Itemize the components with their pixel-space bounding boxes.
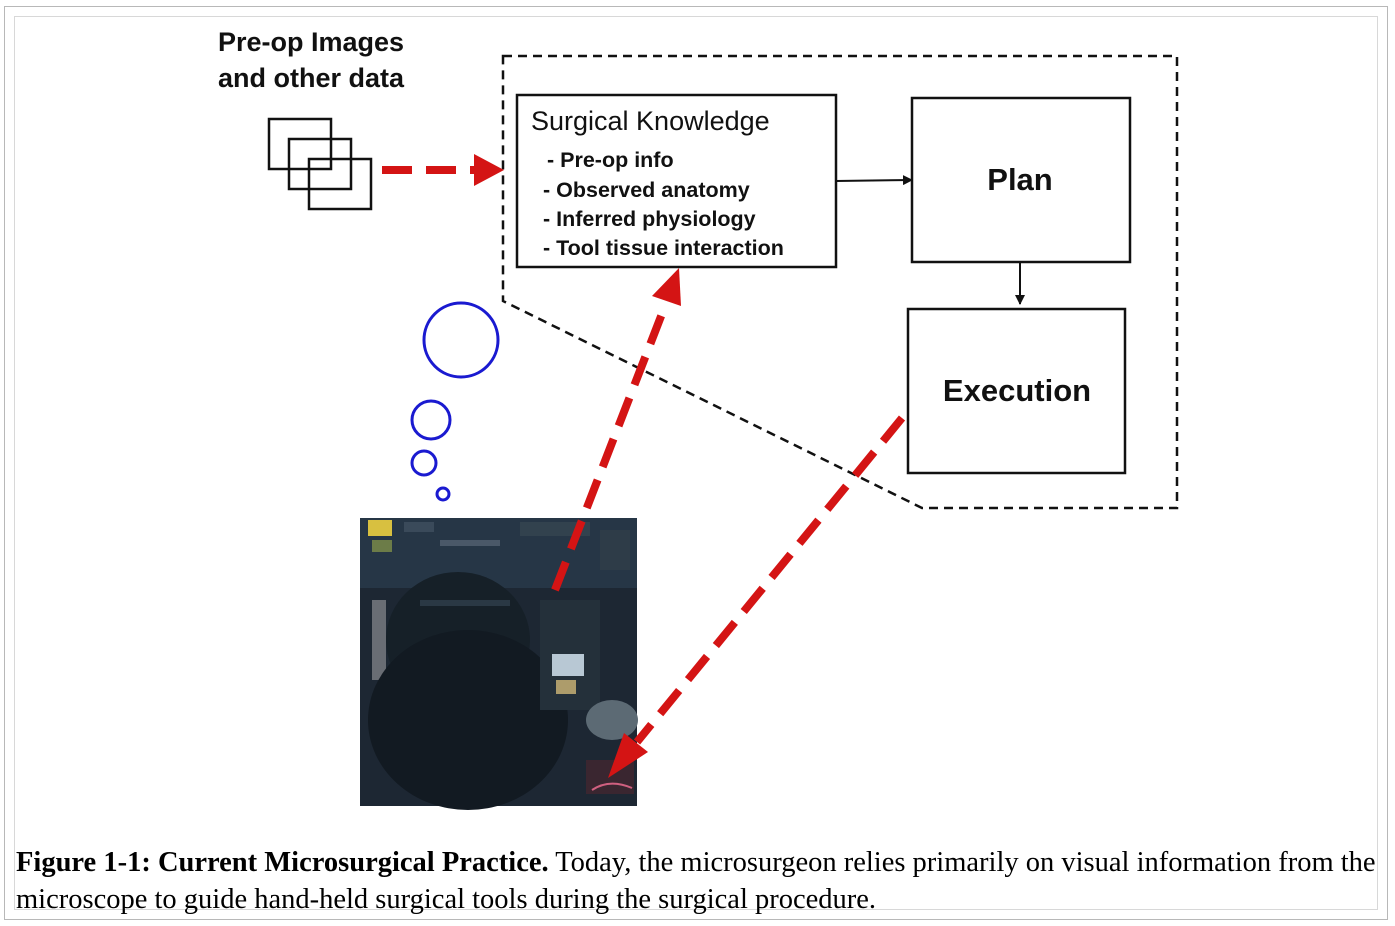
figure-caption-text: Today, the microsurgeon relies primarily…	[16, 847, 1376, 915]
figure-inner-border	[14, 16, 1378, 910]
surgeon-microscope-photo	[360, 518, 638, 810]
knowledge-item-inferred-physiology: - Inferred physiology	[543, 207, 756, 231]
execution-box	[906, 307, 1127, 475]
knowledge-item-observed-anatomy: - Observed anatomy	[543, 178, 750, 202]
action-flow-arrow	[608, 415, 906, 778]
input-label-line-2: and other data	[218, 63, 405, 93]
observation-flow-arrow	[551, 268, 681, 592]
surgical-knowledge-box	[515, 93, 838, 269]
knowledge-to-plan-arrow	[835, 175, 913, 186]
plan-label: Plan	[987, 162, 1052, 197]
knowledge-item-pre-op-info: - Pre-op info	[547, 148, 674, 172]
figure-caption-title: Figure 1-1: Current Microsurgical Practi…	[16, 847, 549, 878]
plan-box	[910, 96, 1132, 264]
data-flow-arrow	[382, 154, 504, 186]
knowledge-region-dashed-outline	[501, 54, 1179, 510]
surgical-knowledge-title: Surgical Knowledge	[531, 106, 770, 136]
execution-label: Execution	[943, 373, 1091, 408]
image-stack-icon	[267, 117, 373, 211]
thought-bubble-icon	[410, 301, 500, 502]
figure-caption: Figure 1-1: Current Microsurgical Practi…	[16, 844, 1376, 918]
input-label-line-1: Pre-op Images	[218, 27, 404, 57]
knowledge-item-tool-tissue-interaction: - Tool tissue interaction	[543, 236, 784, 260]
